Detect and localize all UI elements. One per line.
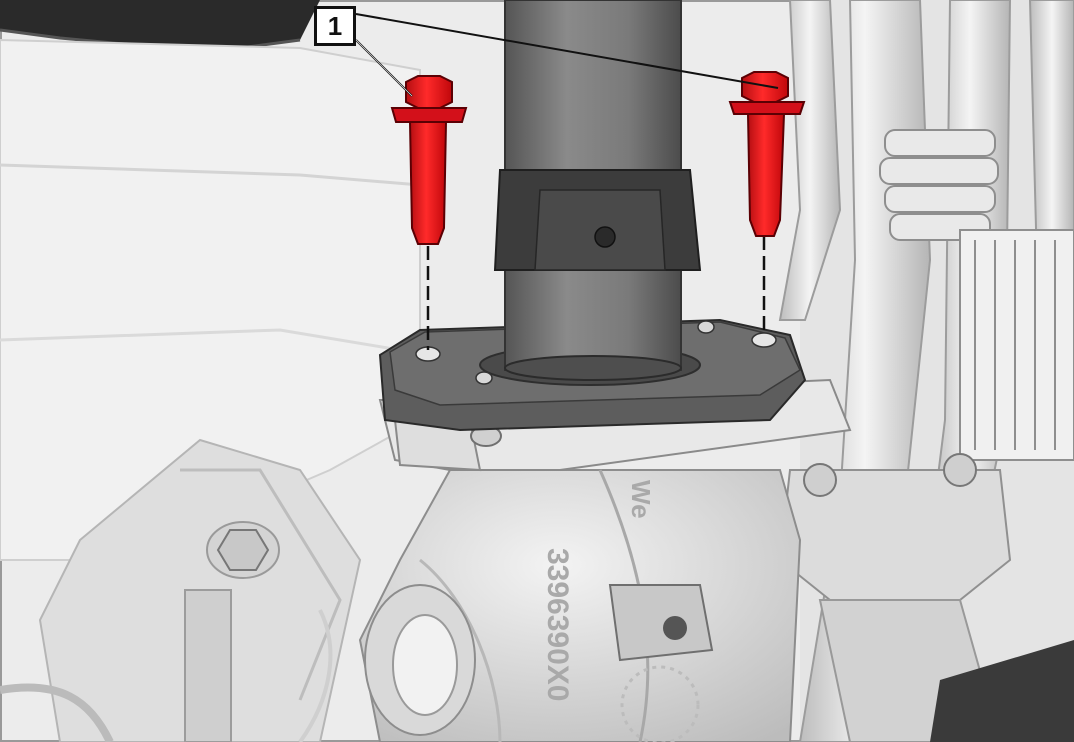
clamp-bolt <box>943 453 977 487</box>
hose <box>778 0 842 321</box>
housing-port-bore <box>392 614 458 716</box>
flange-stud <box>475 371 493 385</box>
casting-code: We <box>626 480 656 519</box>
clamp-center-hole <box>594 226 616 248</box>
callout-leader-left-inner <box>355 39 413 97</box>
flange-bolt-icon <box>390 75 468 245</box>
housing-rib <box>419 558 502 742</box>
hex-bolt-head <box>216 529 270 571</box>
callout-number: 1 <box>314 6 356 46</box>
clamp-bolt <box>803 463 837 497</box>
casting-ring <box>620 665 700 742</box>
bellows-joint <box>879 129 999 241</box>
flange-bolt-icon <box>728 71 806 237</box>
strut-bar <box>184 589 232 742</box>
crossmember-rib <box>180 468 342 701</box>
skid-plate-fold <box>0 163 421 187</box>
flange-hole-right <box>751 332 777 348</box>
dark-component <box>930 640 1074 742</box>
driveshaft-tube-base <box>504 355 682 381</box>
drain-plug <box>608 584 714 662</box>
wire-harness <box>298 609 333 742</box>
flange-stud <box>697 320 715 334</box>
casting-part-number: 3396390X0 <box>541 548 574 702</box>
callout-leader-right <box>355 13 779 89</box>
heat-sink-fins <box>959 229 1074 461</box>
skid-plate-fold <box>0 328 401 352</box>
wire-harness <box>0 683 114 742</box>
drain-plug-hole <box>663 616 687 640</box>
